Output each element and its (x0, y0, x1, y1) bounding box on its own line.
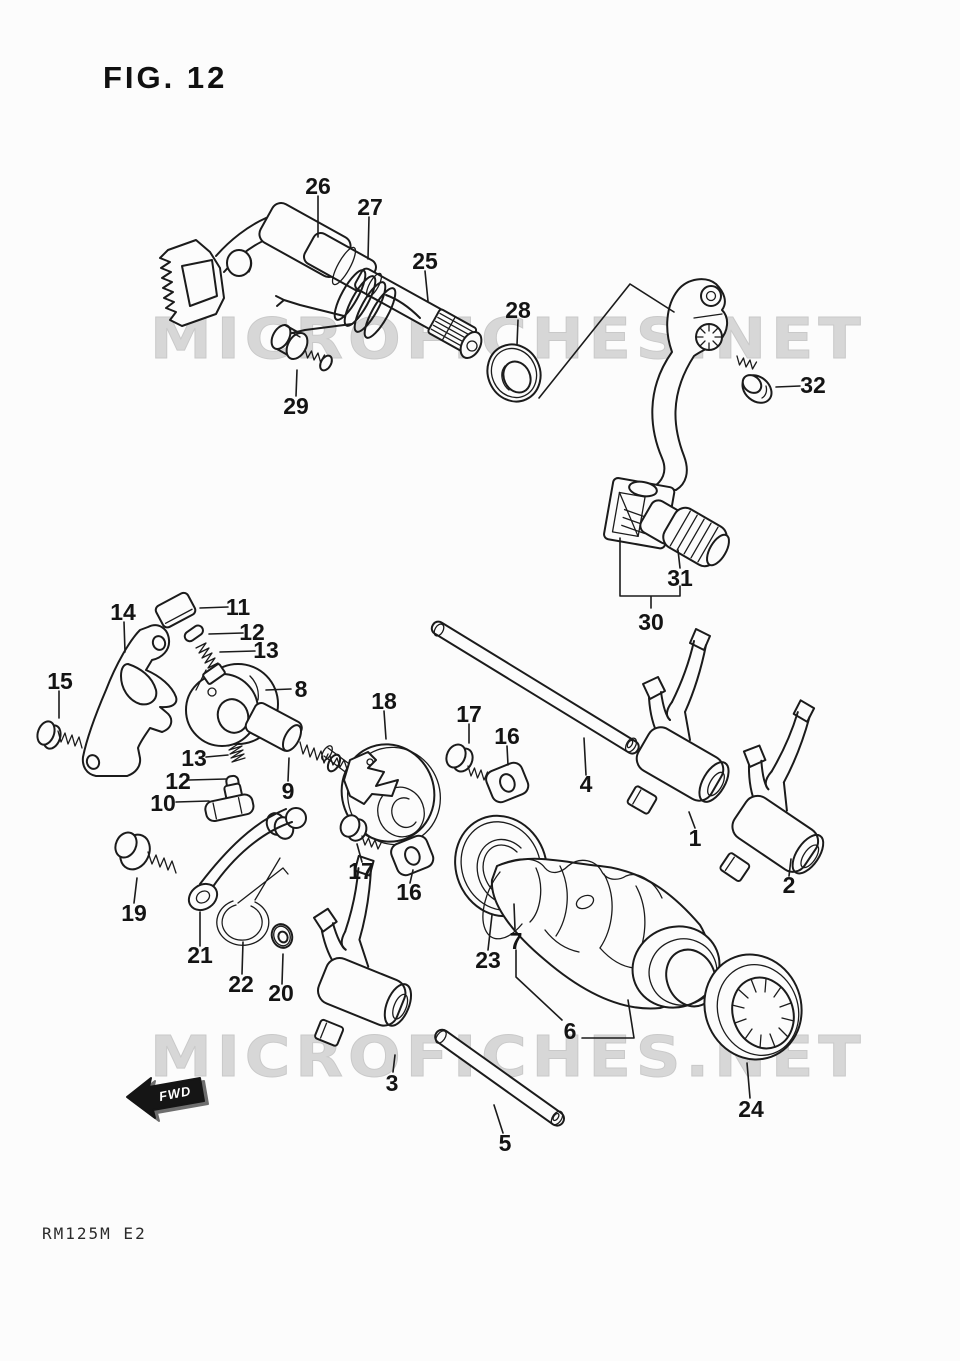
callout-13a: 13 (253, 637, 279, 663)
part-17-bolt-upper (445, 743, 489, 781)
part-16-plate-lower (390, 834, 435, 877)
callout-3: 3 (386, 1070, 399, 1096)
callout-4: 4 (580, 771, 593, 797)
callout-15: 15 (47, 668, 73, 694)
model-code: RM125M E2 (42, 1224, 147, 1243)
callout-12a: 12 (239, 619, 265, 645)
callout-16a: 16 (494, 723, 520, 749)
part-16-plate-upper (485, 761, 530, 804)
part-20-washer (270, 923, 294, 949)
callout-24: 24 (738, 1096, 764, 1122)
part-19-bolt (114, 831, 177, 874)
callout-27: 27 (357, 194, 383, 220)
part-29-plug-bolt (270, 323, 333, 372)
leader-lines (58, 195, 801, 1134)
part-17-bolt-lower (339, 814, 383, 850)
callout-29: 29 (283, 393, 309, 419)
callout-1: 1 (689, 825, 702, 851)
callout-8: 8 (295, 676, 308, 702)
callout-11: 11 (226, 594, 251, 620)
fwd-arrow: FWD (126, 1077, 209, 1122)
part-18-cam-guide (321, 743, 442, 846)
callout-22: 22 (228, 971, 254, 997)
callout-31: 31 (667, 565, 693, 591)
part-5-fork-shaft (434, 1028, 565, 1127)
part-4-fork-shaft (430, 620, 640, 755)
part-2-shift-fork (717, 694, 841, 890)
callout-12b: 12 (165, 768, 191, 794)
callout-26: 26 (305, 173, 331, 199)
callout-20: 20 (268, 980, 294, 1006)
part-32-lever-bolt (736, 355, 773, 404)
part-12-pin-upper (183, 624, 204, 643)
part-14-stopper-plate (81, 624, 178, 777)
part-26-gearshift-arm (159, 213, 283, 327)
callout-17a: 17 (456, 701, 482, 727)
callout-2: 2 (783, 872, 796, 898)
callout-32: 32 (800, 372, 826, 398)
callout-19: 19 (121, 900, 147, 926)
callout-30: 30 (638, 609, 664, 635)
leader-brackets (515, 283, 681, 1039)
part-31-lever-pedal (639, 499, 730, 568)
callout-25: 25 (412, 248, 438, 274)
part-25-shaft (258, 202, 483, 359)
callout-13b: 13 (181, 745, 207, 771)
callout-10: 10 (150, 790, 176, 816)
part-22-spring (216, 857, 289, 946)
callout-5: 5 (499, 1130, 512, 1156)
part-6-cam-drum (482, 857, 721, 1010)
callout-23: 23 (475, 947, 501, 973)
part-10-slider (204, 782, 255, 823)
callout-16b: 16 (396, 879, 422, 905)
part-13-spring-lower (227, 741, 246, 763)
callout-17b: 17 (348, 858, 374, 884)
callout-7: 7 (510, 928, 523, 954)
callout-28: 28 (505, 297, 531, 323)
figure-title: FIG. 12 (103, 60, 228, 95)
callout-6: 6 (564, 1018, 577, 1044)
part-13-spring-upper (195, 642, 219, 669)
part-24-needle-bearing (703, 953, 803, 1061)
fwd-label: FWD (158, 1083, 193, 1104)
callout-14: 14 (110, 599, 136, 625)
part-11-cap (154, 591, 197, 629)
callout-21: 21 (187, 942, 213, 968)
part-15-screw (36, 720, 83, 750)
part-9-stopper-shaft (244, 702, 342, 773)
part-28-oil-seal (486, 343, 542, 403)
part-21-lever-arm (187, 807, 307, 912)
callout-9: 9 (282, 778, 295, 804)
part-1-shift-fork (625, 628, 736, 816)
callout-18: 18 (371, 688, 397, 714)
